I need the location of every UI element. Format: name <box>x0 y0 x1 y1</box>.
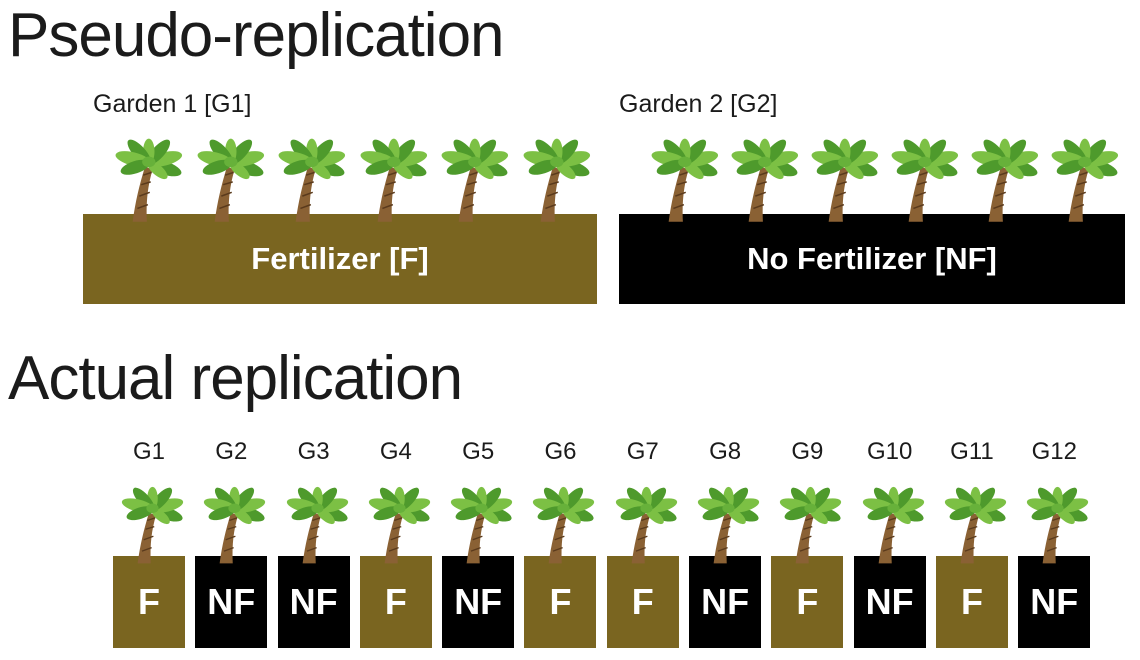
palm-tree-icon <box>197 138 264 222</box>
plot-column: G4 F <box>359 438 432 648</box>
palm-tree-icon <box>891 138 959 222</box>
palm-tree-icon <box>862 486 924 564</box>
plot-tree <box>196 482 266 566</box>
garden-2-tree-row <box>619 134 1125 224</box>
garden-1-panel: Garden 1 [G1] <box>83 90 597 304</box>
palm-tree-icon <box>451 486 513 564</box>
plot-column: G10 NF <box>853 438 926 648</box>
treatment-square: NF <box>277 556 350 648</box>
palm-tree-icon <box>278 138 346 222</box>
plot-label: G11 <box>950 438 994 465</box>
plot-column: G12 NF <box>1018 438 1091 648</box>
palm-tree-icon <box>944 486 1007 564</box>
palm-tree-icon <box>115 138 183 222</box>
treatment-square: NF <box>442 556 515 648</box>
plot-tree <box>1019 482 1089 566</box>
plot-column: G8 NF <box>689 438 762 648</box>
garden-1-tree-row <box>83 134 597 224</box>
palm-tree-icon <box>523 138 591 222</box>
treatment-square: NF <box>853 556 926 648</box>
pseudo-replication-title: Pseudo-replication <box>8 1 505 70</box>
palm-tree-icon <box>1027 486 1089 564</box>
treatment-square: NF <box>195 556 268 648</box>
treatment-square: F <box>113 556 185 648</box>
palm-tree-icon <box>971 138 1039 222</box>
garden-2-label: Garden 2 [G2] <box>619 90 778 118</box>
plot-tree <box>690 482 760 566</box>
palm-tree-icon <box>811 138 879 222</box>
plot-tree <box>937 482 1007 566</box>
plot-label: G6 <box>544 438 577 465</box>
plot-column: G11 F <box>935 438 1008 648</box>
plot-label: G12 <box>1031 438 1077 465</box>
palm-tree-icon <box>441 138 509 222</box>
plot-tree <box>525 482 595 566</box>
actual-replication-title: Actual replication <box>8 344 463 413</box>
plot-column: G6 F <box>524 438 597 648</box>
plot-label: G8 <box>709 438 742 465</box>
palm-tree-icon <box>533 486 595 564</box>
plot-label: G9 <box>791 438 824 465</box>
palm-tree-icon <box>360 138 427 222</box>
plot-tree <box>443 482 513 566</box>
plot-label: G4 <box>379 438 412 465</box>
palm-tree-icon <box>286 486 348 564</box>
plot-column: G3 NF <box>277 438 350 648</box>
plot-tree <box>855 482 925 566</box>
plot-label: G7 <box>626 438 659 465</box>
plot-column: G7 F <box>606 438 679 648</box>
palm-tree-icon <box>697 486 760 564</box>
plot-label: G10 <box>866 438 913 465</box>
plot-tree <box>279 482 349 566</box>
plot-column: G1 F <box>113 438 185 648</box>
palm-tree-icon <box>121 486 184 564</box>
plot-label: G5 <box>462 438 495 465</box>
garden-2-panel: Garden 2 [G2] <box>619 90 1125 304</box>
plot-column: G9 F <box>771 438 844 648</box>
plot-tree <box>361 482 431 566</box>
treatment-square: F <box>771 556 844 648</box>
palm-tree-icon <box>780 486 842 564</box>
garden-1-treatment-bar: Fertilizer [F] <box>83 214 597 304</box>
palm-tree-icon <box>731 138 799 222</box>
treatment-square: F <box>359 556 432 648</box>
plot-tree <box>772 482 842 566</box>
plot-tree <box>114 482 184 566</box>
treatment-square: NF <box>689 556 762 648</box>
plot-column: G5 NF <box>442 438 515 648</box>
treatment-square: NF <box>1018 556 1091 648</box>
plot-tree <box>608 482 678 566</box>
palm-tree-icon <box>204 486 266 564</box>
palm-tree-icon <box>368 486 431 564</box>
palm-tree-icon <box>615 486 677 564</box>
treatment-square: F <box>935 556 1008 648</box>
treatment-square: F <box>606 556 679 648</box>
palm-tree-icon <box>1051 138 1119 222</box>
plots-row: G1 F G2 NF G3 <box>113 438 1091 648</box>
plot-label: G1 <box>132 438 165 465</box>
plot-label: G2 <box>215 438 248 465</box>
garden-1-label: Garden 1 [G1] <box>93 90 252 118</box>
garden-2-treatment-bar: No Fertilizer [NF] <box>619 214 1125 304</box>
plot-column: G2 NF <box>195 438 268 648</box>
plot-label: G3 <box>297 438 330 465</box>
treatment-square: F <box>524 556 597 648</box>
palm-tree-icon <box>651 138 719 222</box>
